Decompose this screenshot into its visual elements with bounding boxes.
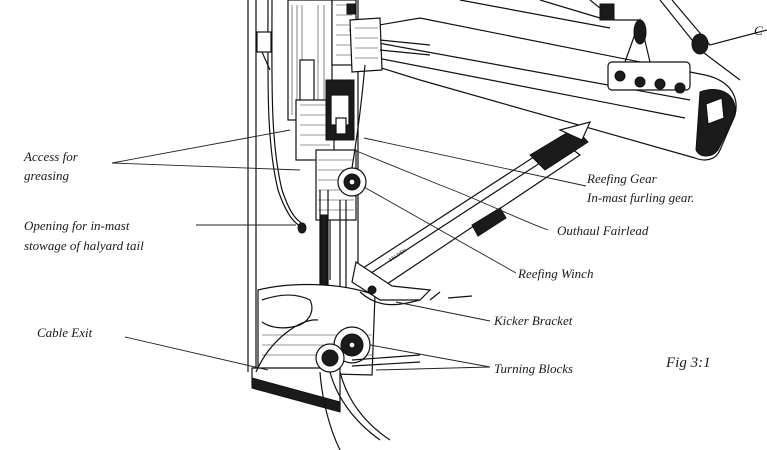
label-clipped-top-right: C bbox=[754, 23, 763, 38]
label-access-for-greasing-line1: Access for bbox=[23, 149, 79, 164]
label-opening-stowage-line2: stowage of halyard tail bbox=[24, 238, 144, 253]
mast bbox=[247, 0, 421, 450]
label-kicker-bracket: Kicker Bracket bbox=[493, 313, 573, 328]
kicker-vang: SELDÉN bbox=[351, 121, 592, 306]
label-turning-blocks: Turning Blocks bbox=[494, 361, 573, 376]
figure-number: Fig 3:1 bbox=[665, 355, 711, 371]
leader-lines bbox=[111, 129, 587, 371]
label-outhaul-fairlead: Outhaul Fairlead bbox=[557, 223, 649, 238]
label-opening-stowage-line1: Opening for in-mast bbox=[24, 218, 130, 233]
callout-labels: Access for greasing Opening for in-mast … bbox=[23, 23, 763, 376]
label-access-for-greasing-line2: greasing bbox=[24, 168, 70, 183]
label-reefing-gear-line1: Reefing Gear bbox=[586, 171, 658, 186]
label-cable-exit: Cable Exit bbox=[37, 325, 93, 340]
boom bbox=[349, 0, 767, 169]
label-reefing-winch: Reefing Winch bbox=[517, 266, 593, 281]
label-reefing-gear-line2: In-mast furling gear. bbox=[586, 190, 694, 205]
